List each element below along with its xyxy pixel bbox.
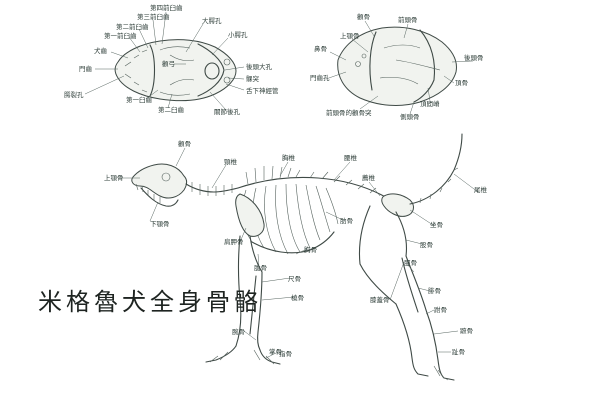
label-hypoglossal-canal: 舌下神經管 (246, 86, 279, 95)
label-zygomatic-arch: 顴弓 (162, 59, 175, 68)
label-ischium: 坐骨 (430, 220, 443, 229)
label-occipital-bone: 後頭骨 (464, 53, 484, 62)
label-nasal-bone: 門齒孔 (310, 73, 330, 82)
label-major-palatine-foramen: 大腭孔 (202, 16, 222, 25)
label-femur: 股骨 (420, 241, 433, 249)
label-premolar-3: 第三前臼齒 (137, 12, 170, 21)
label-fibula: 腓骨 (428, 286, 441, 295)
label-maxilla: 上顎骨 (104, 173, 124, 182)
label-humerus: 肱骨 (254, 263, 267, 272)
label-premolar-2: 第二前臼齒 (116, 22, 149, 31)
label-zygomatic-process-frontal: 前頭骨的顴骨突 (326, 108, 372, 117)
skull-ventral-leaders (84, 11, 245, 111)
label-sacrum: 薦椎 (362, 173, 376, 182)
label-foramen-magnum: 後頭大孔 (246, 62, 273, 71)
label-condyle: 髁突 (246, 74, 260, 83)
body-labels: 顴骨 上顎骨 下顎骨 頸椎 胸椎 腰椎 薦椎 尾椎 肋骨 坐骨 股骨 肩胛骨 胸… (104, 139, 488, 358)
label-zygomatic-bone: 顴骨 (178, 139, 191, 148)
label-phalanges-hind: 趾骨 (452, 347, 465, 356)
label-incisor: 門齒 (79, 64, 93, 73)
label-patella: 膝蓋骨 (370, 295, 390, 304)
label-incisive-foramen: 鼻骨 (314, 44, 327, 53)
skull-dorsal-view (337, 26, 457, 106)
skull-dorsal-labels: 顴骨 前頭骨 上顎骨 鼻骨 門齒孔 前頭骨的顴骨突 後頭骨 頂骨 頂間嵴 側頭骨 (310, 12, 484, 121)
label-premolar-1: 第一前臼齒 (104, 31, 137, 40)
label-retroarticular-foramen: 關節後孔 (214, 107, 241, 116)
label-cervical-vertebrae: 頸椎 (224, 157, 238, 166)
label-zygomatic-bone-skull: 顴骨 (357, 12, 370, 21)
label-sternum: 胸骨 (304, 245, 317, 254)
label-mandible: 下顎骨 (150, 220, 170, 228)
label-maxilla-skull: 上顎骨 (340, 31, 360, 40)
label-molar-2: 第二臼齒 (158, 105, 185, 114)
label-caudal-vertebrae: 尾椎 (474, 185, 488, 194)
label-metacarpal-bones: 掌骨 (269, 347, 282, 356)
skull-ventral-view (114, 39, 237, 102)
label-temporal-bone: 側頭骨 (400, 113, 420, 121)
label-interparietal-crest: 頂間嵴 (420, 99, 440, 108)
body-skeleton (131, 133, 463, 381)
label-parietal-bone: 頂骨 (455, 79, 468, 87)
label-palatine-fissure: 腭裂孔 (64, 90, 84, 99)
label-lumbar-vertebrae: 腰椎 (344, 153, 358, 162)
page-title: 米格魯犬全身骨骼 (38, 288, 262, 316)
label-tibia: 脛骨 (404, 259, 417, 267)
skull-ventral-labels: 第四前臼齒 第三前臼齒 第二前臼齒 第一前臼齒 犬齒 門齒 腭裂孔 大腭孔 小腭… (64, 3, 279, 116)
label-rib: 肋骨 (340, 216, 353, 225)
skull-dorsal-leaders (325, 20, 474, 115)
label-molar-1: 第一臼齒 (126, 95, 153, 104)
label-phalanges-fore: 指骨 (279, 349, 292, 358)
label-scapula: 肩胛骨 (224, 237, 244, 246)
label-ulna: 尺骨 (288, 275, 301, 283)
label-metatarsal-bones: 蹠骨 (460, 326, 473, 335)
label-tarsal-bones: 跗骨 (434, 305, 447, 314)
label-canine: 犬齒 (94, 46, 108, 55)
label-thoracic-vertebrae: 胸椎 (282, 153, 296, 162)
label-radius: 橈骨 (291, 293, 304, 302)
label-premolar-4: 第四前臼齒 (150, 3, 183, 12)
body-leaders (118, 147, 479, 381)
label-carpal-bones: 腕骨 (232, 327, 245, 336)
label-frontal-bone: 前頭骨 (398, 15, 418, 24)
label-minor-palatine-foramen: 小腭孔 (228, 30, 248, 39)
